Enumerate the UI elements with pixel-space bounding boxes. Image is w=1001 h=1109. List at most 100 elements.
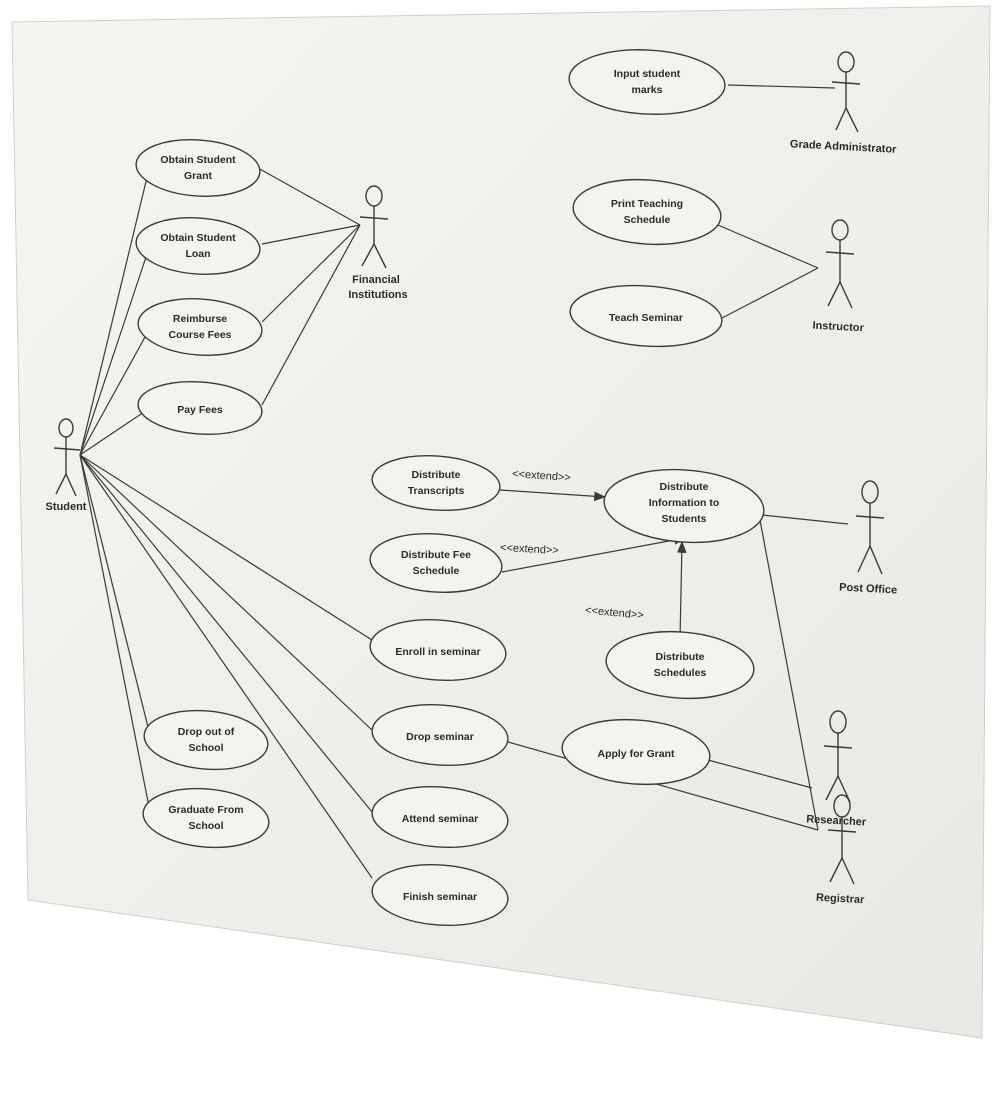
- use-case-distribute-fee-schedule: Distribute Fee Schedule: [369, 533, 503, 593]
- use-case-label: Distribute Fee: [401, 549, 471, 561]
- use-case-label: Students: [662, 513, 707, 525]
- svg-text:Obtain Student: Obtain Student: [160, 154, 236, 166]
- extend-label-fee: <<extend>>: [500, 542, 559, 557]
- use-case-label: Transcripts: [408, 485, 465, 497]
- use-case-drop-out: Drop out of School: [143, 709, 269, 771]
- extend-label-schedules: <<extend>>: [585, 605, 645, 622]
- svg-text:Attend seminar: Attend seminar: [402, 813, 478, 825]
- use-case-label: Drop seminar: [406, 731, 474, 743]
- use-case-label: Grant: [184, 170, 213, 182]
- actor-label: Instructor: [812, 320, 865, 335]
- svg-text:Finish seminar: Finish seminar: [403, 891, 477, 903]
- use-case-label: Course Fees: [168, 329, 231, 341]
- actor-label: Researcher: [806, 813, 867, 828]
- use-case-label: Reimburse: [173, 313, 227, 325]
- diagram-sheet: [11, 5, 991, 1039]
- use-case-label: Input student: [614, 68, 681, 80]
- actor-label: Financial: [352, 274, 400, 286]
- use-case-enroll-seminar: Enroll in seminar: [369, 618, 507, 682]
- use-case-label: Print Teaching: [611, 198, 683, 210]
- svg-text:Distribute: Distribute: [659, 481, 708, 493]
- use-case-label: School: [188, 742, 223, 754]
- use-case-label: Enroll in seminar: [395, 646, 480, 658]
- actor-financial-institutions: Financial Institutions: [348, 185, 408, 301]
- use-case-label: Obtain Student: [160, 232, 236, 244]
- use-case-distribute-information: Distribute Information to Students: [603, 468, 765, 544]
- svg-text:Apply for Grant: Apply for Grant: [597, 748, 675, 760]
- stick-figure-icon: [359, 185, 389, 269]
- svg-text:Teach Seminar: Teach Seminar: [609, 312, 683, 324]
- svg-text:Schedules: Schedules: [654, 667, 707, 679]
- use-case-reimburse: Reimburse Course Fees: [137, 298, 263, 356]
- stick-figure-icon: [831, 51, 861, 133]
- use-case-label: Graduate From: [168, 804, 243, 816]
- use-case-teach-seminar: Teach Seminar: [569, 284, 723, 348]
- stick-figure-icon: [855, 480, 885, 575]
- use-case-finish-seminar: Finish seminar: [371, 863, 509, 927]
- use-case-obtain-loan: Obtain Student Loan: [135, 217, 261, 275]
- svg-text:Information to: Information to: [649, 497, 720, 509]
- use-case-label: Information to: [649, 497, 720, 509]
- use-case-label: marks: [632, 84, 663, 96]
- actor-label: Registrar: [816, 892, 866, 907]
- svg-text:Distribute Fee: Distribute Fee: [401, 549, 471, 561]
- svg-text:Obtain Student: Obtain Student: [160, 232, 236, 244]
- use-case-label: Apply for Grant: [597, 748, 675, 760]
- extend-label-transcripts: <<extend>>: [512, 468, 571, 484]
- actor-label: Grade Administrator: [790, 138, 898, 156]
- use-case-obtain-grant: Obtain Student Grant: [135, 139, 261, 197]
- svg-text:Graduate From: Graduate From: [168, 804, 243, 816]
- use-case-print-schedule: Print Teaching Schedule: [572, 178, 722, 246]
- stick-figure-icon: [823, 710, 853, 803]
- svg-text:Distribute: Distribute: [655, 651, 704, 663]
- use-case-label: Finish seminar: [403, 891, 477, 903]
- stick-figure-icon: [825, 219, 855, 309]
- use-case-pay-fees: Pay Fees: [137, 381, 263, 435]
- svg-text:Grant: Grant: [184, 170, 213, 182]
- use-case-graduate: Graduate From School: [142, 787, 270, 849]
- actor-label: Student: [46, 501, 87, 513]
- use-case-label: Schedules: [654, 667, 707, 679]
- actor-post-office: Post Office: [839, 480, 898, 597]
- actor-label: Institutions: [348, 289, 407, 301]
- svg-text:Drop out of: Drop out of: [178, 726, 235, 738]
- use-case-label: Distribute: [655, 651, 704, 663]
- stick-figure-icon: [53, 418, 81, 497]
- svg-text:Reimburse: Reimburse: [173, 313, 227, 325]
- use-case-attend-seminar: Attend seminar: [371, 785, 509, 849]
- actor-student: Student: [46, 418, 87, 513]
- use-case-input-marks: Input student marks: [568, 49, 726, 115]
- use-case-label: Obtain Student: [160, 154, 236, 166]
- actor-researcher: Researcher: [806, 710, 867, 829]
- use-case-distribute-transcripts: Distribute Transcripts: [371, 454, 501, 512]
- use-case-drop-seminar: Drop seminar: [371, 703, 509, 767]
- svg-text:Print Teaching: Print Teaching: [611, 198, 683, 210]
- actor-registrar: Registrar: [816, 794, 866, 907]
- svg-text:Loan: Loan: [185, 248, 210, 260]
- use-case-label: Distribute: [659, 481, 708, 493]
- actor-label: Post Office: [839, 581, 898, 596]
- actor-instructor: Instructor: [812, 219, 865, 335]
- svg-text:Distribute: Distribute: [411, 469, 460, 481]
- svg-text:Enroll in seminar: Enroll in seminar: [395, 646, 480, 658]
- use-case-apply-grant: Apply for Grant: [561, 718, 711, 786]
- stick-figure-icon: [827, 794, 857, 885]
- use-case-label: Schedule: [624, 214, 671, 226]
- associations: [79, 84, 849, 879]
- svg-text:Pay Fees: Pay Fees: [177, 404, 223, 416]
- use-case-label: Attend seminar: [402, 813, 478, 825]
- svg-text:Drop seminar: Drop seminar: [406, 731, 474, 743]
- svg-text:School: School: [188, 742, 223, 754]
- use-case-label: Pay Fees: [177, 404, 223, 416]
- use-case-label: Teach Seminar: [609, 312, 683, 324]
- use-case-label: Schedule: [413, 565, 460, 577]
- svg-text:marks: marks: [632, 84, 663, 96]
- svg-text:Students: Students: [662, 513, 707, 525]
- svg-text:Schedule: Schedule: [413, 565, 460, 577]
- extend-relations: [499, 489, 687, 641]
- svg-text:Input student: Input student: [614, 68, 681, 80]
- use-case-label: School: [188, 820, 223, 832]
- use-case-label: Loan: [185, 248, 210, 260]
- actor-grade-administrator: Grade Administrator: [790, 51, 898, 156]
